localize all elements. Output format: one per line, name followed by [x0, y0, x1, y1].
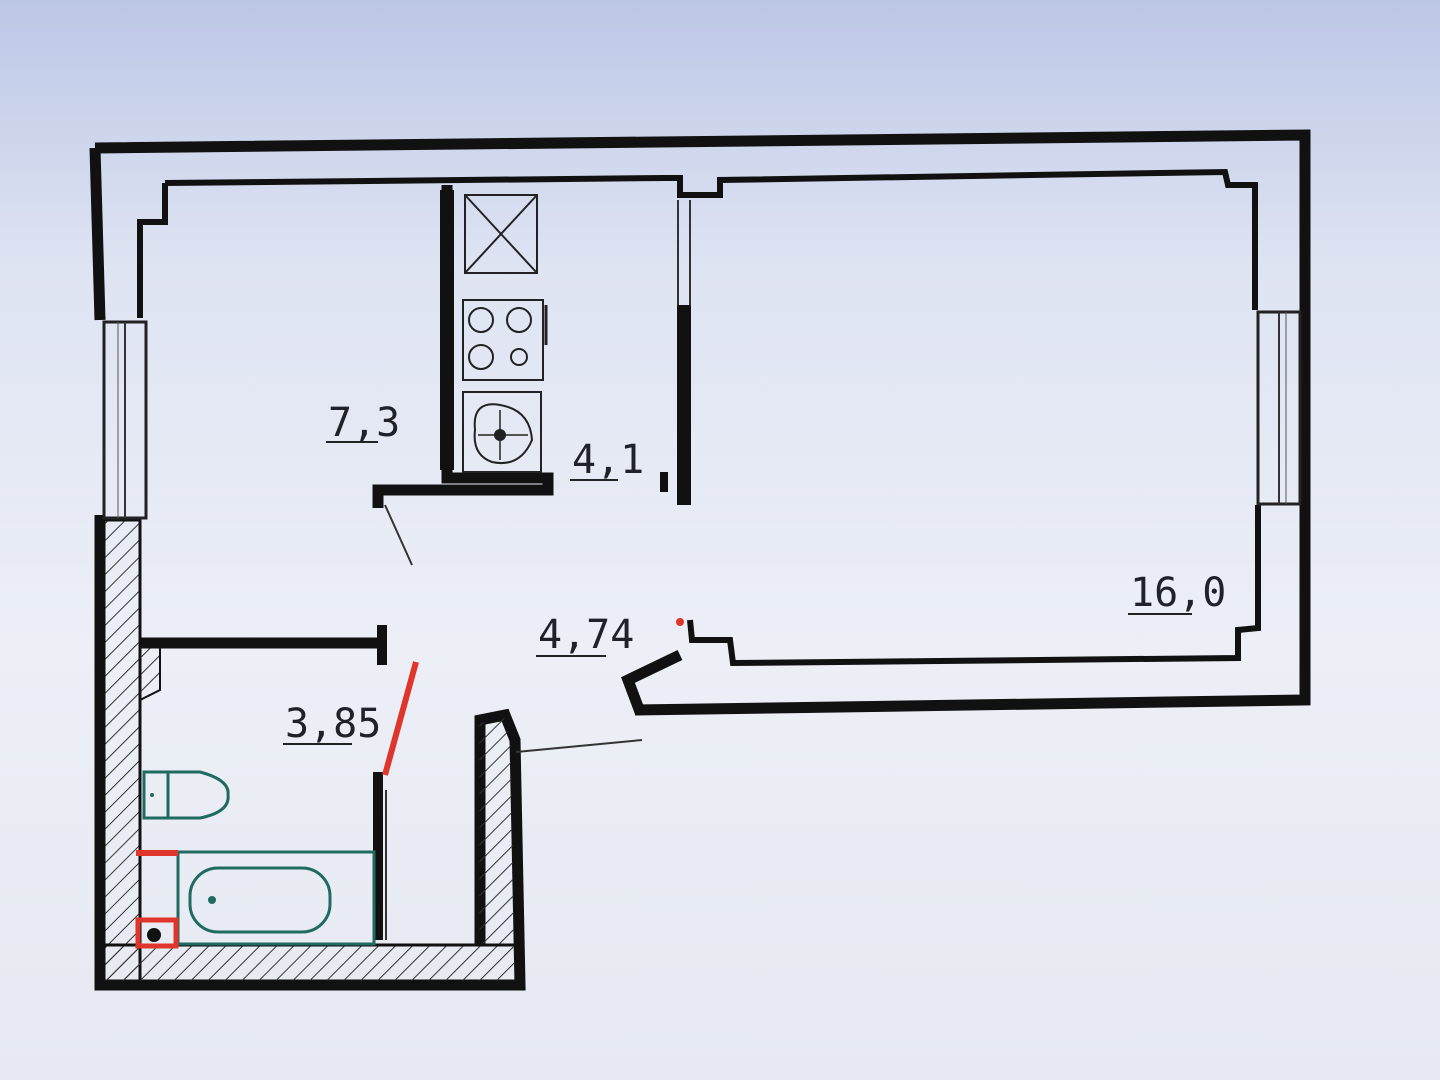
window-icon [1256, 310, 1302, 506]
door-icon [384, 504, 413, 566]
kitchen-area-label: 7,3 [328, 400, 400, 446]
outer-walls [89, 129, 1311, 991]
hatched-walls [102, 518, 518, 984]
door-icon [515, 739, 643, 753]
toilet-icon [142, 770, 230, 820]
living-partition [660, 200, 691, 505]
living-area-label: 16,0 [1130, 570, 1226, 616]
stove-icon [462, 299, 548, 381]
bathroom-walls [140, 625, 387, 940]
bathtub-icon [176, 850, 376, 946]
niche-area-label: 4,1 [572, 437, 644, 483]
hall-area-label: 4,74 [538, 612, 634, 658]
accent-markers [135, 618, 684, 949]
kitchen-partition [372, 185, 554, 508]
bathroom-area-label: 3,85 [285, 701, 381, 747]
room-labels: 7,3 4,1 16,0 4,74 3,85 [283, 400, 1226, 747]
window-icon [102, 320, 148, 520]
sink-icon [464, 194, 538, 274]
fridge-icon [462, 391, 542, 473]
